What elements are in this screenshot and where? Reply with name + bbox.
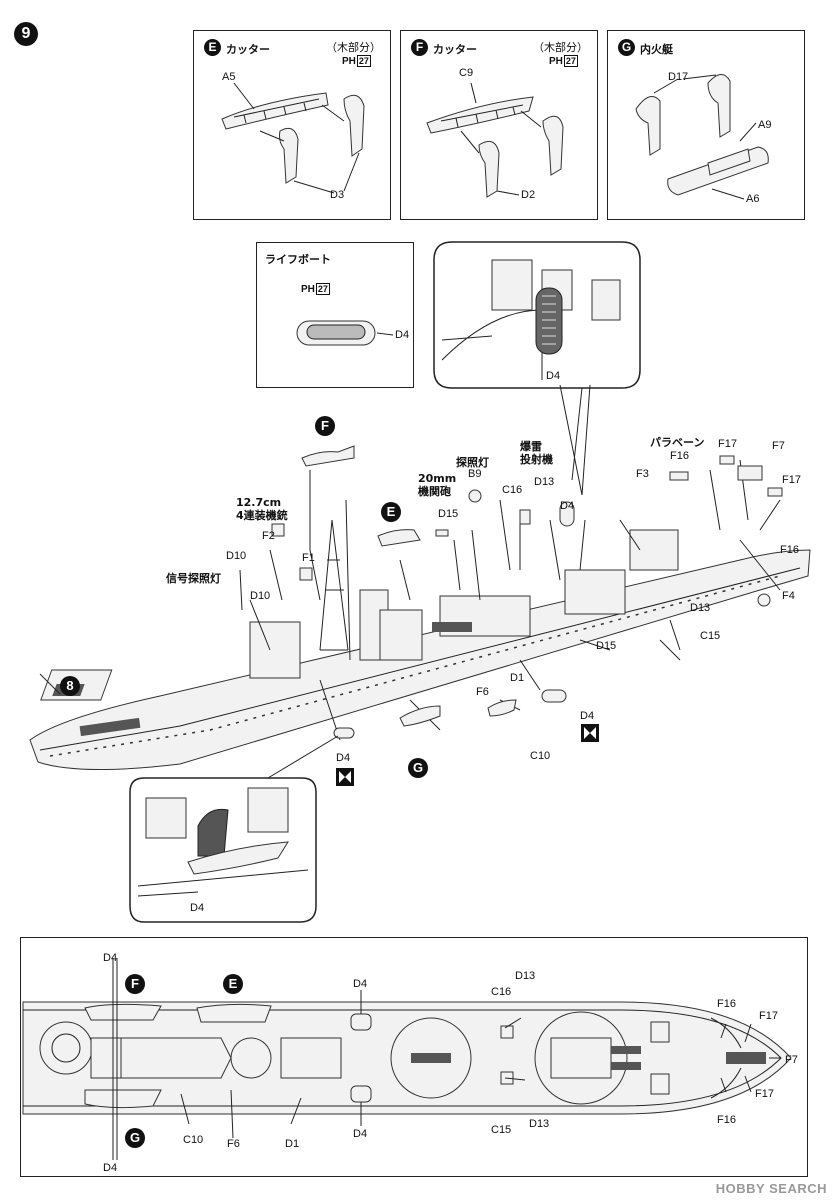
- label-searchlight: 探照灯: [456, 456, 489, 469]
- panel-f-note: （木部分）: [533, 41, 588, 54]
- label-f6: F6: [476, 686, 489, 698]
- panel-g-launch: G 内火艇 D17 A9 A6: [607, 30, 805, 220]
- plan-view-panel: D4 F E D4 D13 C16 F16 F17 F7 F17 F16 G C…: [20, 937, 808, 1177]
- cement-icon-2: [336, 768, 354, 786]
- plan-label-f16-bot: F16: [717, 1114, 736, 1126]
- label-f16b: F16: [780, 544, 799, 556]
- panel-e-title: カッター: [226, 43, 270, 56]
- panel-g-part-d17: D17: [668, 71, 689, 83]
- label-d13a: D13: [534, 476, 555, 488]
- panel-f-part-d2: D2: [521, 189, 536, 201]
- panel-g-badge: G: [618, 39, 635, 56]
- label-d4b: D4: [580, 710, 595, 722]
- panel-f-part-c9: C9: [459, 67, 474, 79]
- label-c10: C10: [530, 750, 551, 762]
- label-f4: F4: [782, 590, 795, 602]
- plan-badge-e: E: [223, 974, 243, 994]
- label-paravane: パラベーン: [650, 436, 705, 449]
- watermark: HOBBY SEARCH: [715, 1181, 827, 1196]
- plan-label-f17-bot: F17: [755, 1088, 774, 1100]
- panel-e-badge: E: [204, 39, 221, 56]
- label-f1: F1: [302, 552, 315, 564]
- plan-label-c10: C10: [183, 1134, 204, 1146]
- zoom-top-pointer: [559, 384, 591, 496]
- panel-f-drawing: [426, 82, 564, 198]
- panel-g-drawing: [635, 74, 769, 200]
- label-b9: B9: [468, 468, 482, 480]
- label-d10b: D10: [250, 590, 271, 602]
- plan-label-d4-bl: D4: [103, 1162, 118, 1174]
- liferaft-drawing: [296, 320, 394, 346]
- plan-label-d1: D1: [285, 1138, 300, 1150]
- panel-e-drawing: [221, 82, 365, 194]
- label-d13b: D13: [690, 602, 711, 614]
- label-f17a: F17: [718, 438, 737, 450]
- label-d4c: D4: [336, 752, 351, 764]
- plan-label-f17-top: F17: [759, 1010, 778, 1022]
- prev-step-badge: 8: [60, 676, 80, 696]
- plan-label-d4-tl: D4: [103, 952, 118, 964]
- plan-label-f7: F7: [785, 1054, 798, 1066]
- main-badge-g: G: [408, 758, 428, 778]
- panel-f-badge: F: [411, 39, 428, 56]
- plan-label-d4-mid-bot: D4: [353, 1128, 368, 1140]
- panel-e-note: （木部分）: [326, 41, 381, 54]
- label-f3: F3: [636, 468, 649, 480]
- cement-icon: [581, 724, 599, 742]
- plan-label-c16: C16: [491, 986, 512, 998]
- label-d15a: D15: [438, 508, 459, 520]
- plan-label-d13-top: D13: [515, 970, 536, 982]
- zoom-bottom-part-d4: D4: [190, 902, 205, 914]
- panel-e-part-d3: D3: [330, 189, 345, 201]
- label-d15b: D15: [596, 640, 617, 652]
- plan-label-f6: F6: [227, 1138, 240, 1150]
- panel-e-part-a5: A5: [222, 71, 236, 83]
- plan-label-d13-bot: D13: [529, 1118, 550, 1130]
- main-badge-f: F: [315, 416, 335, 436]
- label-f17b: F17: [782, 474, 801, 486]
- plan-label-d4-mid-top: D4: [353, 978, 368, 990]
- label-f7: F7: [772, 440, 785, 452]
- label-c16: C16: [502, 484, 523, 496]
- plan-view-drawing: [22, 958, 792, 1160]
- zoom-callout-bottom: [129, 735, 339, 923]
- label-d10a: D10: [226, 550, 247, 562]
- label-20mm-aa: 20mm 機関砲: [418, 472, 457, 498]
- panel-g-part-a6: A6: [746, 193, 760, 205]
- plan-badge-f: F: [125, 974, 145, 994]
- label-f16a: F16: [670, 450, 689, 462]
- step-number-badge: 9: [14, 22, 38, 46]
- plan-label-f16-top: F16: [717, 998, 736, 1010]
- panel-f-title: カッター: [433, 43, 477, 56]
- panel-g-part-a9: A9: [758, 119, 772, 131]
- plan-label-c15: C15: [491, 1124, 512, 1136]
- label-signal-light: 信号探照灯: [166, 572, 221, 585]
- liferaft-part-d4: D4: [395, 329, 410, 341]
- main-badge-e: E: [381, 502, 401, 522]
- label-c15: C15: [700, 630, 721, 642]
- panel-g-title: 内火艇: [640, 43, 673, 56]
- label-d4a: D4: [560, 500, 575, 512]
- zoom-top-part-d4: D4: [546, 370, 561, 382]
- label-d1: D1: [510, 672, 525, 684]
- label-f2: F2: [262, 530, 275, 542]
- zoom-callout-top: [433, 241, 641, 481]
- label-127cm-mg: 12.7cm 4連装機銃: [236, 496, 288, 522]
- liferaft-title: ライフボート: [265, 253, 331, 266]
- plan-badge-g: G: [125, 1128, 145, 1148]
- label-depth-charge: 爆雷 投射機: [520, 440, 553, 466]
